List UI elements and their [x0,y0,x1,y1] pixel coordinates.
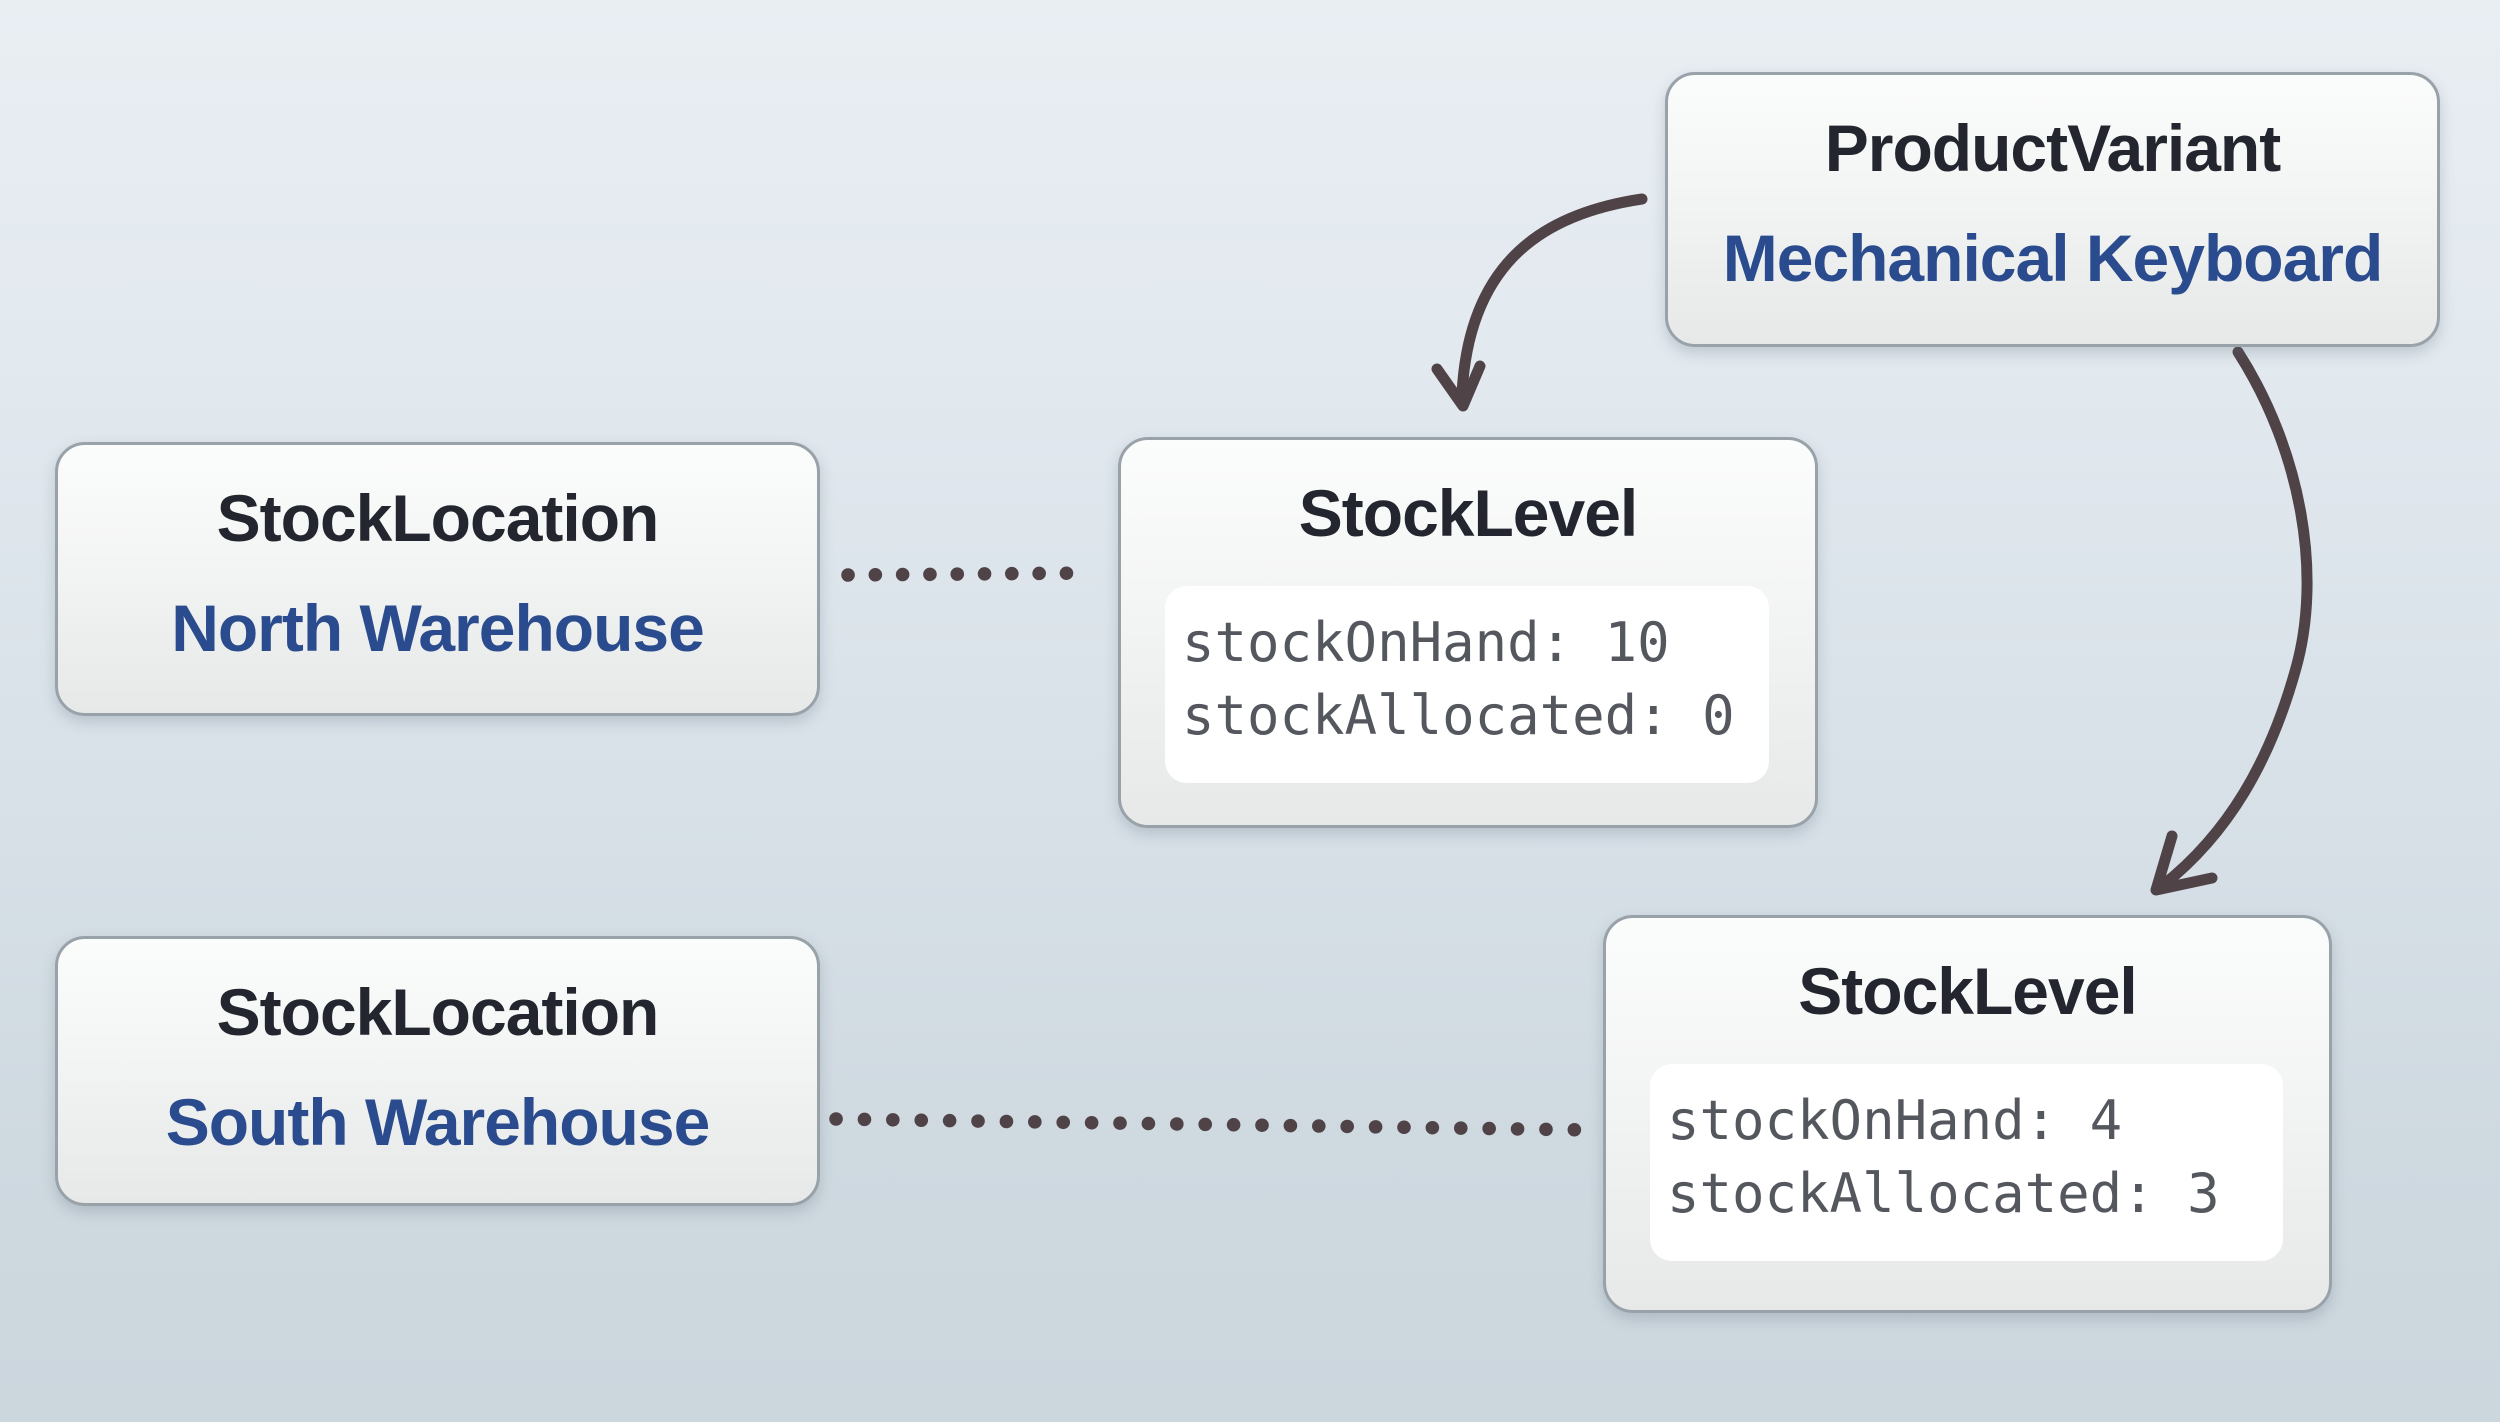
entity-type-label: StockLocation [216,481,660,555]
entity-stock-location-south: StockLocation South Warehouse [55,936,820,1206]
dotted-link-south [829,1112,1597,1137]
stock-fields-panel: stockOnHand: 4 stockAllocated: 3 [1650,1064,2283,1261]
arrow-product-variant-to-stock-level-south [2150,346,2313,896]
arrow-product-variant-to-stock-level-north [1431,193,1648,412]
entity-type-label: ProductVariant [1824,111,2281,185]
entity-instance-name: North Warehouse [171,591,705,665]
entity-type-label: StockLevel [1798,954,2137,1028]
entity-stock-location-north: StockLocation North Warehouse [55,442,820,716]
stock-fields-panel: stockOnHand: 10 stockAllocated: 0 [1165,586,1769,783]
field-stock-allocated: stockAllocated: 0 [1182,684,1735,747]
entity-instance-name: South Warehouse [165,1085,711,1159]
entity-product-variant: ProductVariant Mechanical Keyboard [1665,72,2440,347]
entity-stock-level-south: StockLevel stockOnHand: 4 stockAllocated… [1603,915,2332,1313]
entity-stock-level-north: StockLevel stockOnHand: 10 stockAllocate… [1118,437,1818,828]
entity-type-label: StockLevel [1298,476,1638,550]
dotted-link-north [841,566,1097,582]
entity-instance-name: Mechanical Keyboard [1722,221,2384,295]
field-stock-on-hand: stockOnHand: 10 [1182,611,1670,674]
field-stock-on-hand: stockOnHand: 4 [1667,1089,2123,1152]
field-stock-allocated: stockAllocated: 3 [1667,1162,2220,1225]
entity-type-label: StockLocation [216,975,660,1049]
